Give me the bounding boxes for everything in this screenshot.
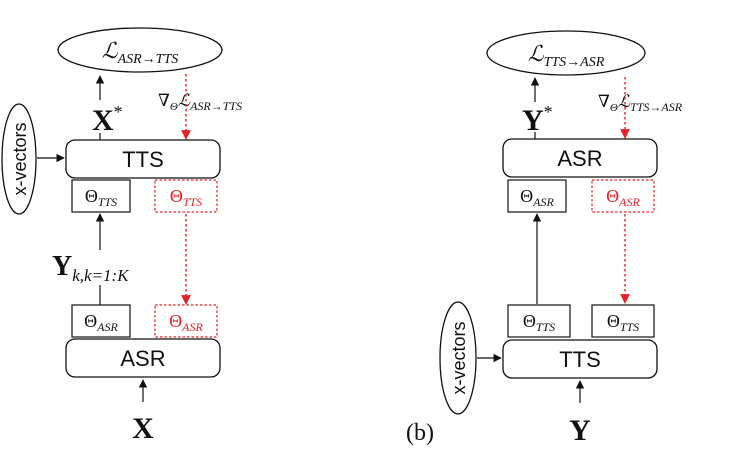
left-theta-asr-text: ΘASR xyxy=(84,311,118,334)
left-theta-tts-box xyxy=(71,179,131,213)
right-theta-asr-box xyxy=(507,179,567,213)
right-theta-asr-text: ΘASR xyxy=(520,186,554,209)
right-xvectors-ellipse xyxy=(439,301,477,415)
right-theta-tts-text: ΘTTS xyxy=(523,311,555,334)
right-asr-label: ASR xyxy=(557,146,602,171)
left-theta-asr-box xyxy=(71,304,131,338)
left-theta-tts-red-box xyxy=(154,179,218,213)
left-loss-ellipse xyxy=(57,27,223,73)
left-grad-text: ∇ΘℒASR→TTS xyxy=(158,91,242,113)
left-tts-label: TTS xyxy=(122,147,164,172)
right-theta-asr-red-box xyxy=(591,179,655,213)
right-tts-label: TTS xyxy=(559,347,601,372)
right-input-label: Y xyxy=(569,414,591,447)
right-theta-tts2-text: ΘTTS xyxy=(607,311,639,334)
right-theta-tts-box xyxy=(507,304,571,338)
right-panel: ℒTTS→ASR Y* ∇ΘℒTTS→ASR ASR ΘASR ΘASR xyxy=(439,30,683,447)
right-grad-text: ∇ΘℒTTS→ASR xyxy=(598,92,683,114)
right-xvectors-label: x-vectors xyxy=(449,321,469,394)
left-input-label: X xyxy=(132,412,154,445)
left-theta-asr-red-text: ΘASR xyxy=(169,311,203,334)
right-theta-asr-red-text: ΘASR xyxy=(606,186,640,209)
left-xvectors-label: x-vectors xyxy=(10,122,30,195)
right-loss-text: ℒTTS→ASR xyxy=(528,41,605,70)
left-theta-tts-text: ΘTTS xyxy=(85,186,117,209)
right-asr-box xyxy=(502,138,658,178)
right-theta-tts2-box xyxy=(591,304,655,338)
left-loss-text: ℒASR→TTS xyxy=(102,38,179,67)
right-output-label: Y* xyxy=(522,102,553,137)
left-theta-tts-red-text: ΘTTS xyxy=(170,186,202,209)
left-asr-box xyxy=(65,338,221,378)
left-theta-asr-red-box xyxy=(154,304,218,338)
left-panel: ℒASR→TTS X* ∇ΘℒASR→TTS x-vectors TTS ΘTT… xyxy=(1,27,242,445)
right-tts-box xyxy=(502,339,658,379)
left-output-label: X* xyxy=(92,102,123,137)
left-tts-box xyxy=(65,139,221,179)
left-asr-label: ASR xyxy=(120,346,165,371)
left-xvectors-ellipse xyxy=(1,103,37,215)
left-mid-label: Yk,k=1:K xyxy=(52,251,130,285)
right-loss-ellipse xyxy=(486,30,646,76)
caption-label: (b) xyxy=(406,420,434,446)
